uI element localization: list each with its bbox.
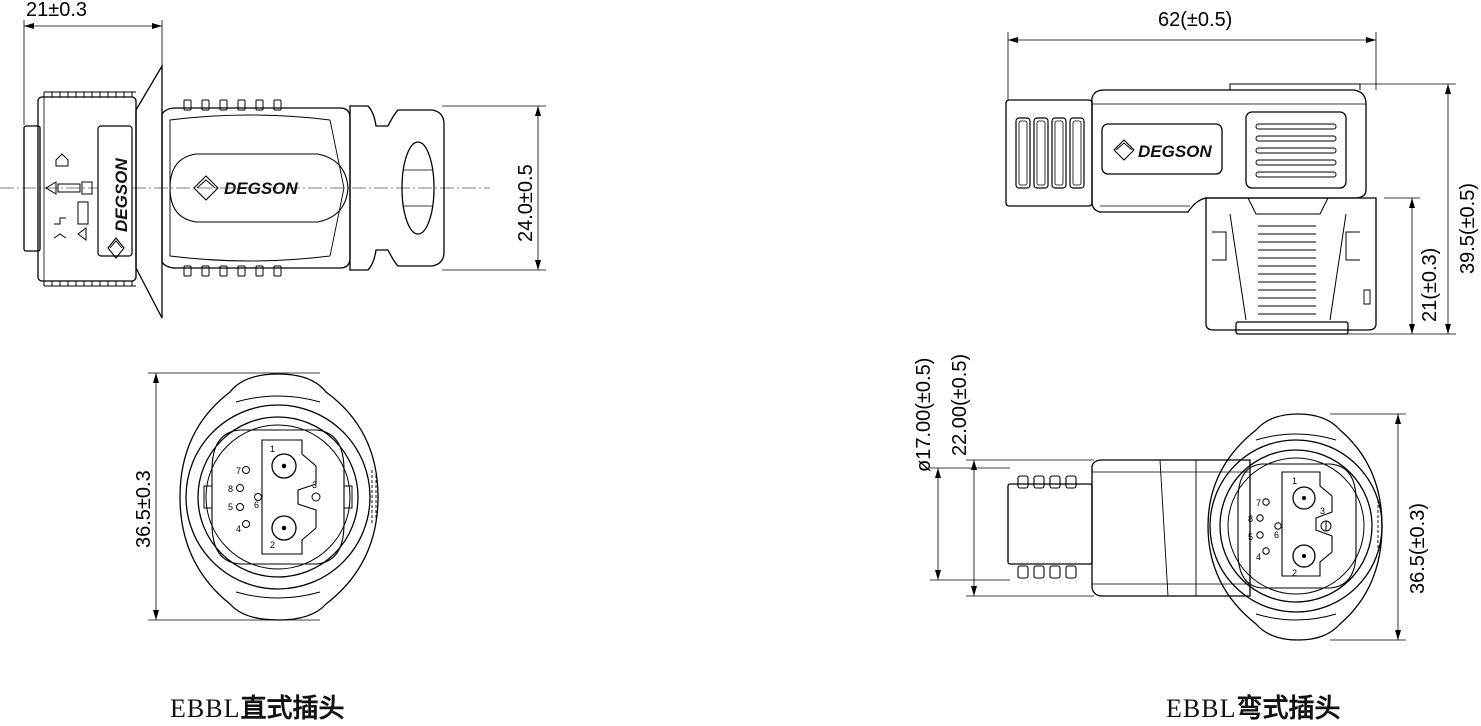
angled-body-dia-dim: 22.00(±0.5) [949, 354, 971, 456]
straight-pin-5: 5 [228, 502, 233, 512]
straight-side-brand: DEGSON [112, 158, 131, 232]
angled-side-brand: DEGSON [1138, 142, 1212, 161]
straight-pin-4: 4 [236, 524, 241, 534]
angled-lower-height-dim: 21(±0.3) [1419, 248, 1441, 322]
angled-length-dim: 62(±0.5) [1158, 9, 1232, 31]
straight-pin-1: 1 [270, 444, 275, 454]
straight-body-brand: DEGSON [224, 179, 298, 198]
angled-cable-dia-dim: ø17.00(±0.5) [913, 358, 935, 472]
straight-face-dim: 36.5±0.3 [133, 470, 155, 548]
angled-plug-top-view [930, 413, 1406, 641]
angled-plug-caption: EBBL弯式插头 [1166, 688, 1340, 725]
angled-caption-model: EBBL [1166, 694, 1237, 723]
angled-pin-6: 6 [1274, 530, 1279, 540]
angled-pin-4: 4 [1256, 552, 1261, 562]
straight-pin-3: 3 [312, 480, 317, 490]
angled-face-dim: 36.5(±0.3) [1407, 503, 1429, 594]
angled-pin-1: 1 [1292, 476, 1297, 486]
angled-plug-side-view: DEGSON [1005, 32, 1456, 335]
straight-plug-side-view: DEGSON DEGSON [0, 20, 546, 319]
angled-total-height-dim: 39.5(±0.5) [1457, 183, 1479, 274]
straight-pin-7: 7 [236, 466, 241, 476]
straight-plug-front-view [148, 372, 379, 621]
angled-caption-type: 弯式插头 [1236, 694, 1341, 724]
angled-pin-8: 8 [1248, 514, 1253, 524]
straight-plug-caption: EBBL直式插头 [170, 688, 344, 725]
angled-pin-3: 3 [1320, 506, 1325, 516]
angled-pin-5: 5 [1248, 532, 1253, 542]
angled-pin-2: 2 [1292, 568, 1297, 578]
straight-caption-type: 直式插头 [240, 694, 345, 724]
straight-caption-model: EBBL [170, 694, 241, 723]
angled-pin-7: 7 [1256, 498, 1261, 508]
straight-height-dim: 24.0±0.5 [515, 164, 537, 242]
straight-width-dim: 21±0.3 [26, 0, 87, 21]
straight-pin-8: 8 [228, 484, 233, 494]
straight-pin-2: 2 [270, 540, 275, 550]
straight-pin-6: 6 [254, 500, 259, 510]
